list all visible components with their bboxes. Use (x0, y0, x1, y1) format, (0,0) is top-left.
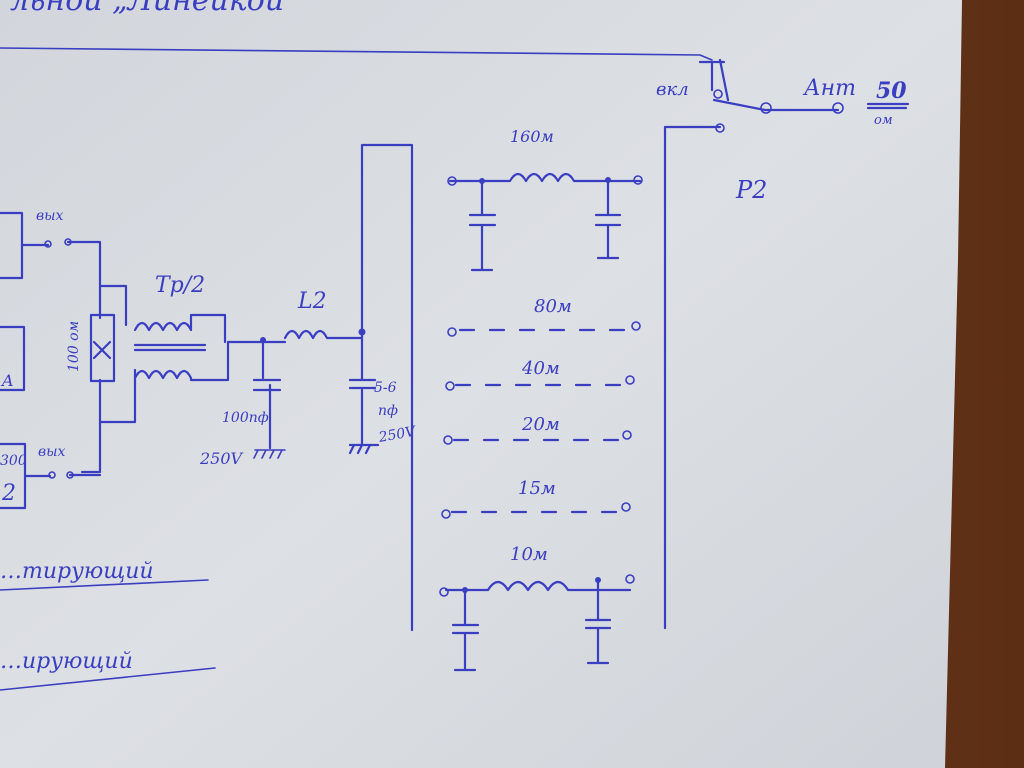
switch-in-label: вкл (656, 79, 689, 100)
cap2-value: 5-6 (374, 380, 397, 396)
paper-sheet (0, 0, 962, 768)
antenna-label: Ант (802, 76, 856, 101)
band-label-20m: 20м (521, 414, 560, 435)
out-bottom-label: вых (38, 444, 66, 460)
impedance-value: 50 (876, 78, 907, 104)
band-10m (439, 574, 635, 672)
out-top-label: вых (36, 208, 64, 224)
note-1: …тирующий (0, 559, 154, 584)
band-label-10m: 10м (510, 544, 548, 565)
cap2-unit: пф (378, 403, 398, 419)
block-bottom-num: 2 (1, 481, 16, 506)
band-label-80m: 80м (534, 296, 572, 317)
band-label-40m: 40м (521, 358, 560, 379)
switch-arm-left (360, 143, 414, 632)
resistor-label: 100 ом (66, 321, 82, 372)
resistor (89, 313, 116, 383)
transformer-winding-bottom (133, 340, 230, 382)
band-20m (443, 430, 632, 445)
cap1-value: 100пф (222, 410, 269, 426)
note-2: …ирующий (0, 649, 133, 674)
transformer-label: Тр/2 (155, 273, 205, 298)
cap1-voltage: 250V (199, 449, 244, 468)
block-bottom-label: 300 (0, 453, 27, 469)
transformer-winding-top (133, 313, 227, 344)
title-fragment: льной „Линейкой" (10, 0, 298, 18)
switch-arm-right (663, 125, 722, 630)
band-40m (445, 375, 635, 391)
impedance-unit: ом (874, 113, 893, 128)
band-15m (441, 502, 631, 519)
inductor-l2 (283, 329, 364, 340)
cap2-voltage: 250V (377, 423, 419, 446)
band-label-160m: 160м (510, 127, 554, 146)
inductor-label: L2 (297, 289, 327, 314)
band-160m (447, 172, 643, 272)
switch-name: P2 (735, 176, 767, 204)
band-80m (447, 321, 641, 337)
block-mid-label: A (0, 371, 14, 390)
band-label-15m: 15м (518, 478, 556, 499)
